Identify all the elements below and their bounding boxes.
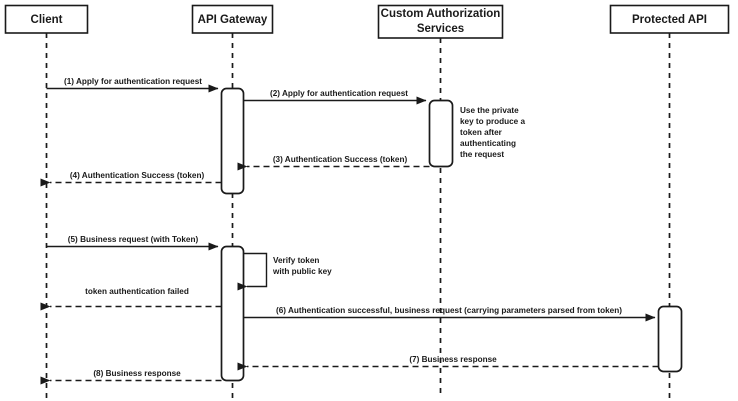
activation-bar-api-gateway-business	[220, 245, 245, 382]
message-6-authentication-successful-business-request[interactable]: (6) Authentication successful, business …	[243, 306, 656, 322]
message-6-label: (6) Authentication successful, business …	[276, 306, 622, 315]
participant-custom-authorization-services[interactable]: Custom Authorization Services	[377, 4, 504, 39]
message-4-label: (4) Authentication Success (token)	[70, 171, 205, 180]
message-8-business-response[interactable]: (8) Business response	[40, 369, 222, 385]
note-private-key: Use the private key to produce a token a…	[460, 106, 526, 159]
message-8-label: (8) Business response	[93, 369, 181, 378]
participant-api-gateway[interactable]: API Gateway	[191, 4, 274, 34]
private-key-note-line2: key to produce a	[460, 117, 526, 126]
private-key-note-line1: Use the private	[460, 106, 519, 115]
message-5-business-request-with-token[interactable]: (5) Business request (with Token)	[46, 235, 219, 251]
verify-token-note-line1: Verify token	[273, 256, 319, 265]
private-key-note-line5: the request	[460, 150, 504, 159]
message-token-authentication-failed-label: token authentication failed	[85, 287, 189, 296]
self-message-verify-token[interactable]: Verify token with public key	[237, 252, 333, 291]
message-1-label: (1) Apply for authentication request	[64, 77, 202, 86]
private-key-note-line4: authenticating	[460, 139, 516, 148]
participant-label-client: Client	[31, 14, 63, 26]
private-key-note-line3: token after	[460, 128, 503, 137]
activation-bar-api-gateway-auth	[220, 87, 245, 195]
participant-protected-api[interactable]: Protected API	[609, 4, 730, 34]
activation-bar-protected-api	[657, 305, 683, 373]
message-5-label: (5) Business request (with Token)	[68, 235, 199, 244]
participant-client[interactable]: Client	[4, 4, 89, 34]
message-3-authentication-success-token[interactable]: (3) Authentication Success (token)	[237, 155, 430, 171]
participant-label-protected-api: Protected API	[632, 14, 707, 26]
message-token-authentication-failed[interactable]: token authentication failed	[40, 287, 222, 311]
message-7-business-response[interactable]: (7) Business response	[237, 355, 659, 371]
participant-label-api-gateway: API Gateway	[198, 14, 268, 26]
message-7-label: (7) Business response	[409, 355, 497, 364]
participant-label-custom-authorization-services-line1: Custom Authorization	[381, 8, 501, 20]
message-2-apply-for-authentication-request[interactable]: (2) Apply for authentication request	[243, 89, 427, 105]
message-3-label: (3) Authentication Success (token)	[273, 155, 408, 164]
verify-token-note-line2: with public key	[272, 267, 332, 276]
participant-label-custom-authorization-services-line2: Services	[417, 23, 464, 35]
message-1-apply-for-authentication-request[interactable]: (1) Apply for authentication request	[46, 77, 219, 93]
message-4-authentication-success-token[interactable]: (4) Authentication Success (token)	[40, 171, 222, 187]
message-2-label: (2) Apply for authentication request	[270, 89, 408, 98]
activation-bar-custom-authorization-services	[428, 99, 454, 168]
